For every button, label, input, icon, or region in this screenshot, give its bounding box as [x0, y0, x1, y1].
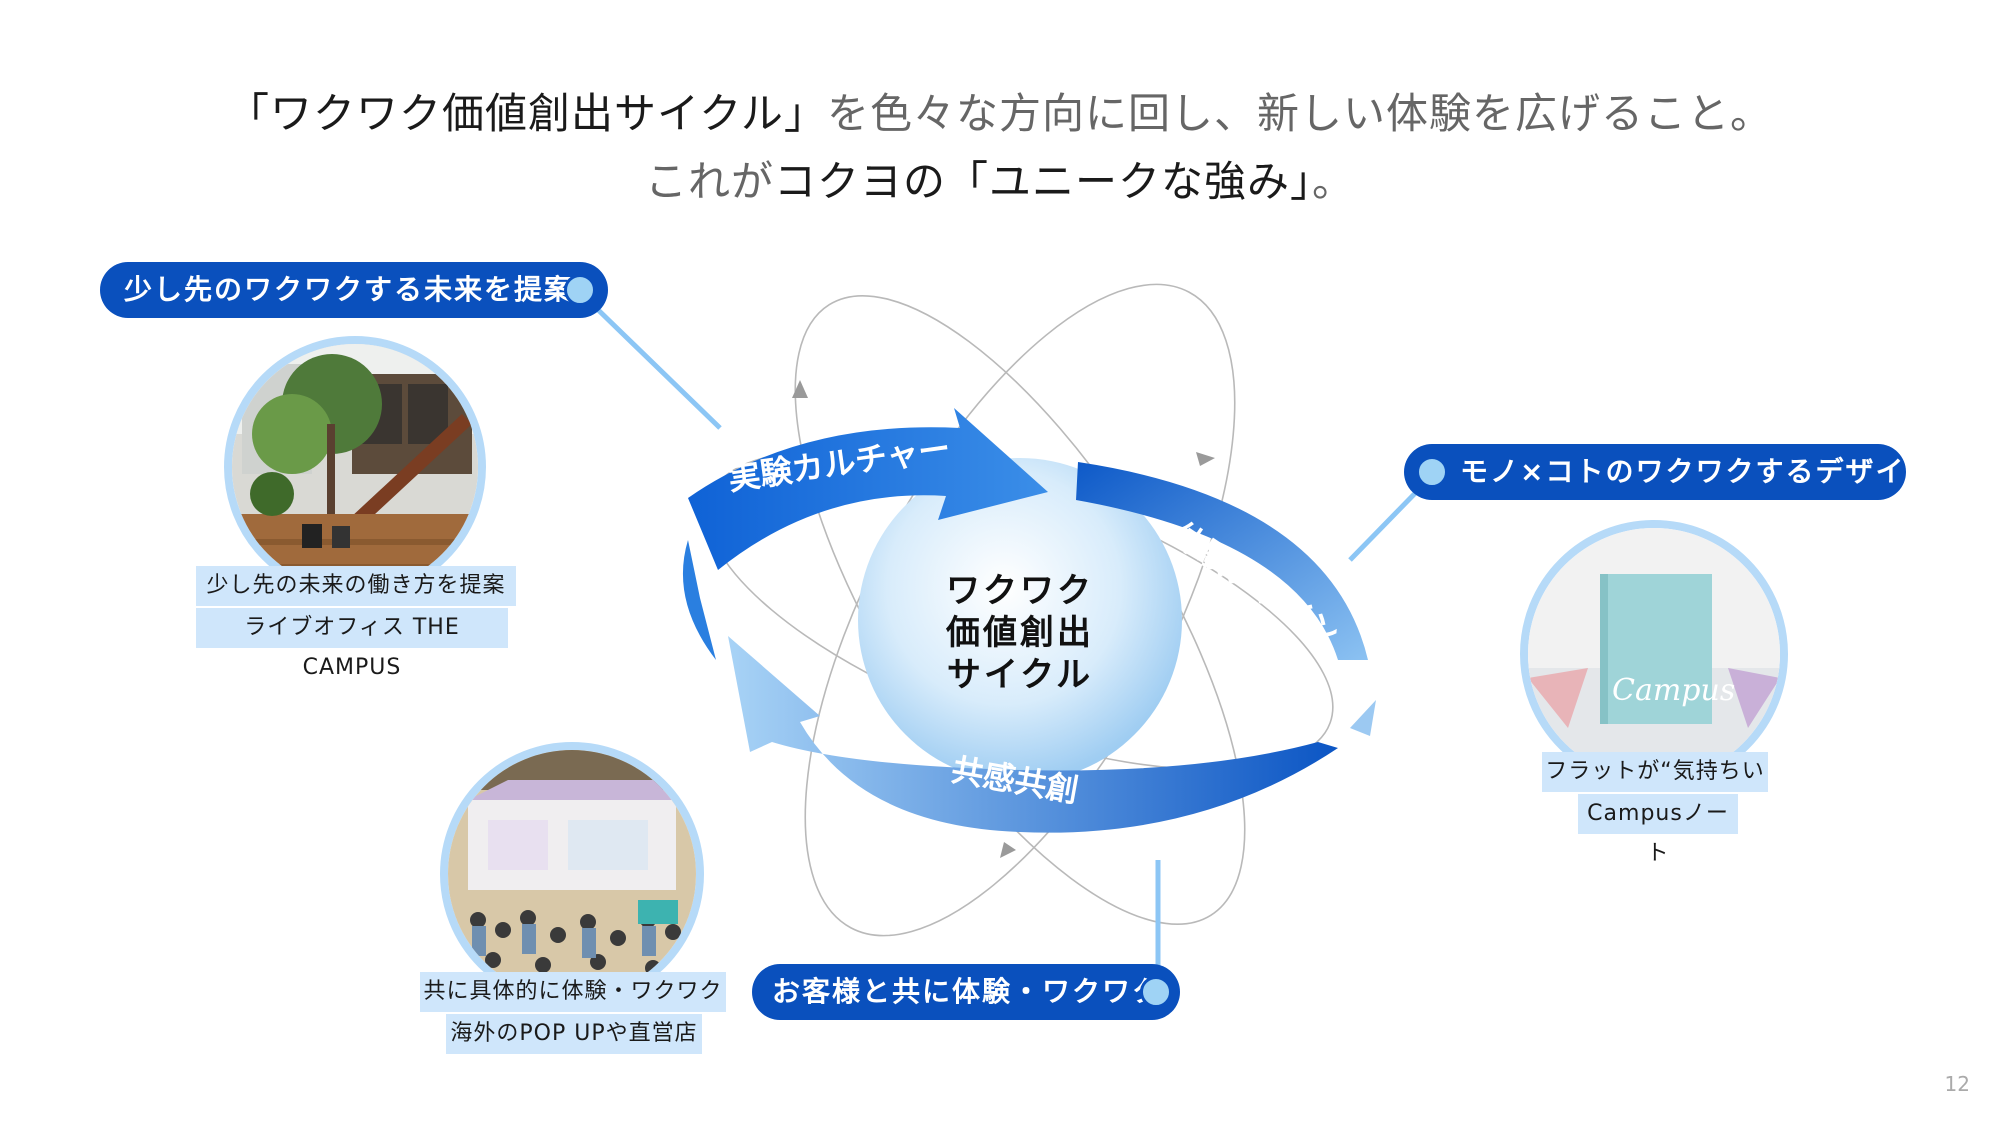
pillar-experience-label: お客様と共に体験・ワクワク: [772, 975, 1163, 1008]
connector-line-1: [588, 300, 722, 430]
pillar-proposal-label: 少し先のワクワクする未来を提案: [124, 273, 575, 306]
pillar-design-label: モノ×コトのワクワクするデザイン: [1460, 455, 1936, 488]
campus-logo-text: Campus: [1612, 673, 1735, 708]
campus-notebook-photo: Campus: [1520, 520, 1788, 788]
center-label: ワクワク 価値創出 サイクル: [920, 570, 1120, 696]
center-label-line-2: 価値創出: [946, 613, 1094, 653]
orbit-arrowhead-3: [1000, 842, 1016, 858]
pillar-design-pill: モノ×コトのワクワクするデザイン: [1404, 444, 1933, 500]
orbit-arrowheads: [792, 380, 1215, 858]
arrow-right-head: [1350, 700, 1376, 736]
headline-line-1: 「ワクワク価値創出サイクル」を色々な方向に回し、新しい体験を広げること。: [0, 80, 2000, 141]
pillar-experience-caption-line-1: 共に具体的に体験・ワクワクする: [420, 972, 726, 1044]
pillar-design-caption-line-2: Campusノート: [1578, 794, 1738, 866]
headline-rest: を色々な方向に回し、新しい体験を広げること。: [826, 89, 1773, 138]
headline-strength: コクヨの「ユニークな強み」: [773, 157, 1312, 206]
headline-prefix: これが: [644, 157, 774, 206]
center-sphere: [858, 458, 1182, 782]
orbit-arrowhead-2: [1196, 452, 1215, 466]
headline-line-2: これがコクヨの「ユニークな強み」。: [0, 148, 2000, 209]
campus-notebook-illustration: Campus: [1528, 528, 1780, 780]
headline-emphasis: 「ワクワク価値創出サイクル」: [227, 89, 827, 138]
pillar-design-dot-icon: [1416, 456, 1448, 488]
pillar-experience-pill: お客様と共に体験・ワクワク: [752, 964, 1180, 1020]
the-campus-photo: [224, 336, 486, 598]
pillar-design-caption-line-1: フラットが“気持ちいい”: [1542, 752, 1768, 824]
arrow-experience-design: [1076, 462, 1368, 660]
pop-up-store-illustration: [448, 750, 696, 998]
pillar-proposal-dot-icon: [564, 274, 596, 306]
pillar-proposal-pill: 少し先のワクワクする未来を提案: [100, 262, 608, 318]
pillar-proposal-caption-line-1: 少し先の未来の働き方を提案する: [196, 566, 516, 638]
center-label-line-1: ワクワク: [946, 571, 1094, 611]
the-campus-photo-illustration: [232, 344, 478, 590]
pop-up-store-photo: [440, 742, 704, 1006]
pillar-experience-dot-icon: [1140, 976, 1172, 1008]
arrow-empathy-cocreation: [728, 636, 1338, 833]
orbit-arrowhead-1: [792, 380, 808, 398]
pillar-experience-caption-line-2: 海外のPOP UPや直営店: [446, 1014, 702, 1054]
arrow-experiment-culture: [688, 408, 1048, 570]
center-label-line-3: サイクル: [946, 655, 1094, 695]
pillar-proposal-caption-line-2: ライブオフィス THE CAMPUS: [196, 608, 508, 680]
arrow-left-tail: [682, 540, 716, 660]
headline-suffix: 。: [1312, 157, 1356, 206]
page-number: 12: [1944, 1072, 1970, 1096]
